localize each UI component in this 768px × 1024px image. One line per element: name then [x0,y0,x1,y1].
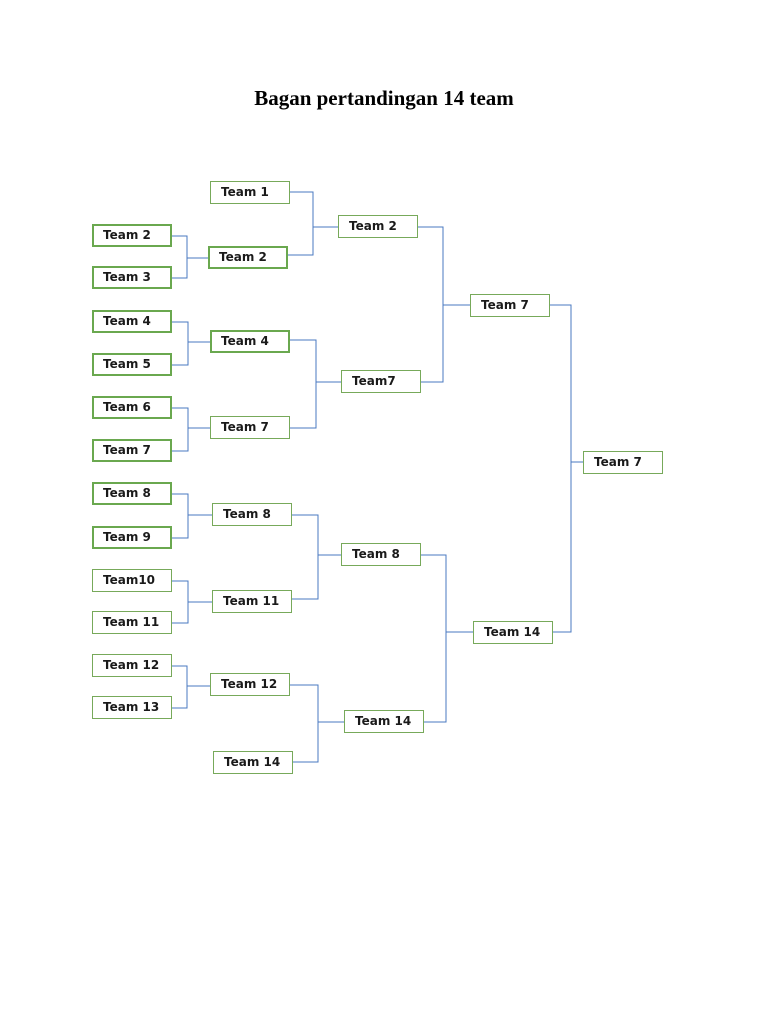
r2-team-box: Team 1 [210,181,290,204]
connector-r2-pair1 [288,191,314,256]
connector-r1-pair1 [172,235,188,279]
connector-r1-pair2 [172,321,189,366]
r3-team-box: Team 8 [341,543,421,566]
r1-team-box: Team 3 [92,266,172,289]
connector-r2-pair4 [290,684,319,763]
connector-r2-pair3 [292,514,319,600]
r2-team-box: Team 7 [210,416,290,439]
r1-team-box: Team 8 [92,482,172,505]
r2-team-box: Team 14 [213,751,293,774]
r1-team-box: Team 7 [92,439,172,462]
r3-team-box: Team 2 [338,215,418,238]
r1-team-box: Team 12 [92,654,172,677]
connector-r1-pair6 [172,665,188,709]
r1-team-box: Team10 [92,569,172,592]
r3-team-box: Team 14 [344,710,424,733]
r2-team-box: Team 4 [210,330,290,353]
r3-team-box: Team7 [341,370,421,393]
r1-team-box: Team 11 [92,611,172,634]
connector-r1-pair4 [172,493,189,539]
r2-team-box: Team 11 [212,590,292,613]
r1-team-box: Team 9 [92,526,172,549]
r1-team-box: Team 5 [92,353,172,376]
r2-team-box: Team 2 [208,246,288,269]
r2-team-box: Team 8 [212,503,292,526]
semifinal-team-box: Team 7 [470,294,550,317]
page-title: Bagan pertandingan 14 team [254,86,514,110]
connector-final [549,304,572,633]
connector-r2-pair2 [290,339,317,429]
connector-r1-pair5 [172,580,189,624]
connector-r3-pair2 [421,554,447,723]
r1-team-box: Team 13 [92,696,172,719]
r1-team-box: Team 6 [92,396,172,419]
r1-team-box: Team 2 [92,224,172,247]
connector-r3-pair1 [418,226,444,383]
champion-team-box: Team 7 [583,451,663,474]
semifinal-team-box: Team 14 [473,621,553,644]
connector-r1-pair3 [172,407,189,452]
r1-team-box: Team 4 [92,310,172,333]
r2-team-box: Team 12 [210,673,290,696]
